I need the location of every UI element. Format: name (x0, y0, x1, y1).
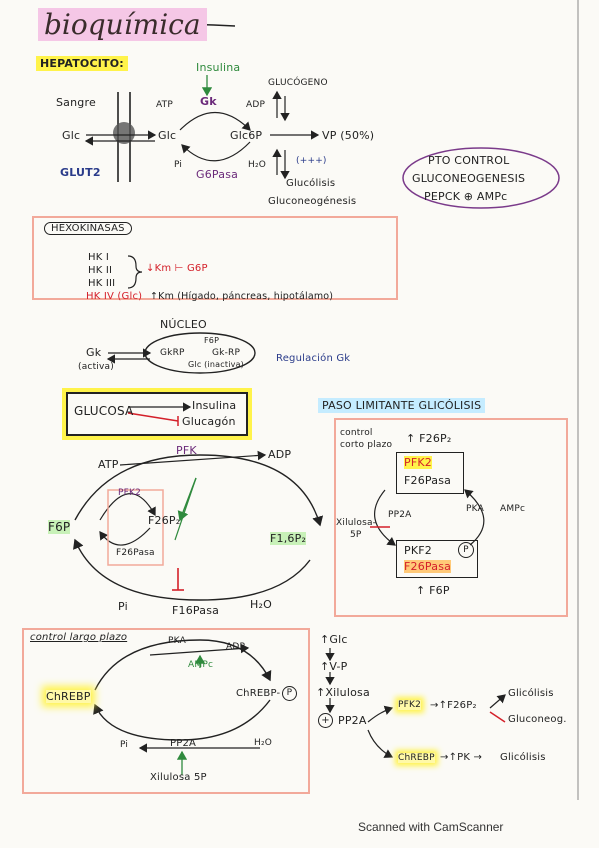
hexokinasas-box (32, 216, 398, 300)
rf-pk: →↑PK → (440, 752, 483, 763)
hepatocito-label: HEPATOCITO: (36, 56, 128, 71)
cl-pi: Pi (120, 740, 129, 750)
rf-glc: ↑Glc (320, 633, 348, 646)
cl-chrebp-p: ChREBP- (236, 688, 281, 699)
hk4-desc: ↑Km (Hígado, páncreas, hipotálamo) (150, 291, 334, 302)
pl-f26p2: ↑ F26P₂ (406, 432, 452, 445)
pto-control-line2: GLUCONEOGENESIS (412, 172, 526, 185)
gc-pfk2: PFK2 (118, 488, 142, 498)
hk3-label: HK III (88, 278, 116, 289)
glucolisis-label: Glucólisis (286, 178, 336, 189)
camscanner-watermark: Scanned with CamScanner (358, 820, 504, 834)
glc-out-label: Glc (62, 129, 81, 142)
vp-label: VP (50%) (322, 129, 375, 142)
gc-pi: Pi (118, 600, 128, 613)
pto-control-line3: PEPCK ⊕ AMPc (424, 190, 508, 203)
cl-xilulosa: Xilulosa 5P (150, 772, 207, 783)
glucosa-insulina: Insulina (192, 399, 237, 412)
pfk2-box-bottom (396, 540, 478, 578)
glucosa-label: GLUCOSA (74, 404, 134, 418)
glucosa-glucagon: Glucagón (182, 415, 236, 428)
pl-control2: corto plazo (340, 440, 393, 450)
regulacion-label: Regulación Gk (276, 353, 351, 364)
glc6p-label: Glc6P (230, 129, 263, 142)
rf-pp2a: PP2A (338, 714, 367, 727)
gc-f26pasa: F26Pasa (116, 548, 155, 558)
nucleo-glc-inact: Glc (inactiva) (188, 360, 244, 369)
cl-title: control largo plazo (30, 632, 128, 643)
nucleo-gk: Gk (86, 346, 102, 359)
gc-f6p: F6P (48, 520, 71, 534)
gc-f16pasa: F16Pasa (172, 604, 220, 617)
cl-chrebp: ChREBP (46, 690, 91, 703)
rf-f26p2: →↑F26P₂ (430, 700, 477, 711)
pl-xilulosa2: 5P (350, 530, 362, 540)
adp-label: ADP (246, 100, 266, 110)
rf-glicolisis2: Glicólisis (500, 752, 546, 763)
paso-limitante-title: PASO LIMITANTE GLICÓLISIS (318, 398, 486, 413)
rf-gluconeog: Gluconeog. (508, 714, 567, 725)
hk1-label: HK I (88, 252, 110, 263)
pl-f6p: ↑ F6P (416, 584, 450, 597)
glucosa-box (66, 392, 248, 436)
pl-pka: PKA (466, 504, 484, 514)
rf-glicolisis1: Glicólisis (508, 688, 554, 699)
gc-atp: ATP (98, 458, 119, 471)
pl-p-circle: P (458, 542, 474, 558)
pfk2-box-top (396, 452, 464, 494)
nucleo-label: NÚCLEO (160, 318, 207, 331)
pl-ampc: AMPc (500, 504, 526, 514)
pl-pkf2: PKF2 (404, 544, 432, 557)
g6pasa-label: G6Pasa (196, 168, 239, 181)
glc-in-label: Glc (158, 129, 177, 142)
gc-pfk: PFK (176, 444, 197, 457)
nucleo-gkrp2: Gk-RP (212, 348, 241, 358)
paso-limitante-box (334, 418, 568, 617)
cl-pka: PKA (168, 636, 186, 646)
hexokinasas-label: HEXOKINASAS (44, 222, 132, 235)
control-largo-box (22, 628, 310, 794)
hk123-desc: ↓Km ⊢ G6P (146, 263, 208, 274)
page-title: bioquímica (38, 8, 207, 41)
nucleo-gkrp: GkRP (160, 348, 185, 358)
glucogeno-label: GLUCÓGENO (268, 78, 328, 88)
gc-h2o: H₂O (250, 598, 272, 611)
plus-label: (+++) (296, 156, 327, 166)
pto-control-line1: PTO CONTROL (428, 154, 510, 167)
pl-pp2a: PP2A (388, 510, 412, 520)
rf-vp: ↑V-P (320, 660, 348, 673)
cl-adp: ADP (226, 642, 246, 652)
atp-label: ATP (156, 100, 173, 110)
sangre-label: Sangre (56, 96, 96, 109)
nucleo-activa: (activa) (78, 362, 114, 372)
pi-label: Pi (174, 160, 183, 170)
h2o-label: H₂O (248, 160, 267, 170)
gc-f16p2: F1,6P₂ (270, 532, 307, 545)
hk2-label: HK II (88, 265, 113, 276)
rf-chrebp: ChREBP (398, 753, 435, 763)
pl-f26pasa: F26Pasa (404, 474, 452, 487)
rf-plus: + (318, 713, 333, 728)
pl-pfk2: PFK2 (404, 456, 432, 469)
gc-f26p2: F26P₂ (148, 514, 181, 527)
pl-xilulosa: Xilulosa- (336, 518, 377, 528)
glut2-label: GLUT2 (60, 166, 101, 179)
cl-h2o: H₂O (254, 738, 273, 748)
cl-pp2a: PP2A (170, 738, 197, 749)
cl-ampc: AMPc (188, 660, 214, 670)
rf-pfk2: PFK2 (398, 700, 422, 710)
insulina-label: Insulina (196, 61, 241, 74)
pl-f26pasa2: F26Pasa (404, 560, 452, 573)
nucleo-f6p: F6P (204, 336, 220, 345)
gc-adp: ADP (268, 448, 292, 461)
gk-label: Gk (200, 95, 217, 108)
cl-p-circle: P (282, 686, 297, 701)
hk4-label: HK IV (Glc) (86, 291, 143, 302)
pl-control: control (340, 428, 373, 438)
gluconeogenesis-label: Gluconeogénesis (268, 196, 357, 207)
rf-xilulosa: ↑Xilulosa (316, 686, 370, 699)
